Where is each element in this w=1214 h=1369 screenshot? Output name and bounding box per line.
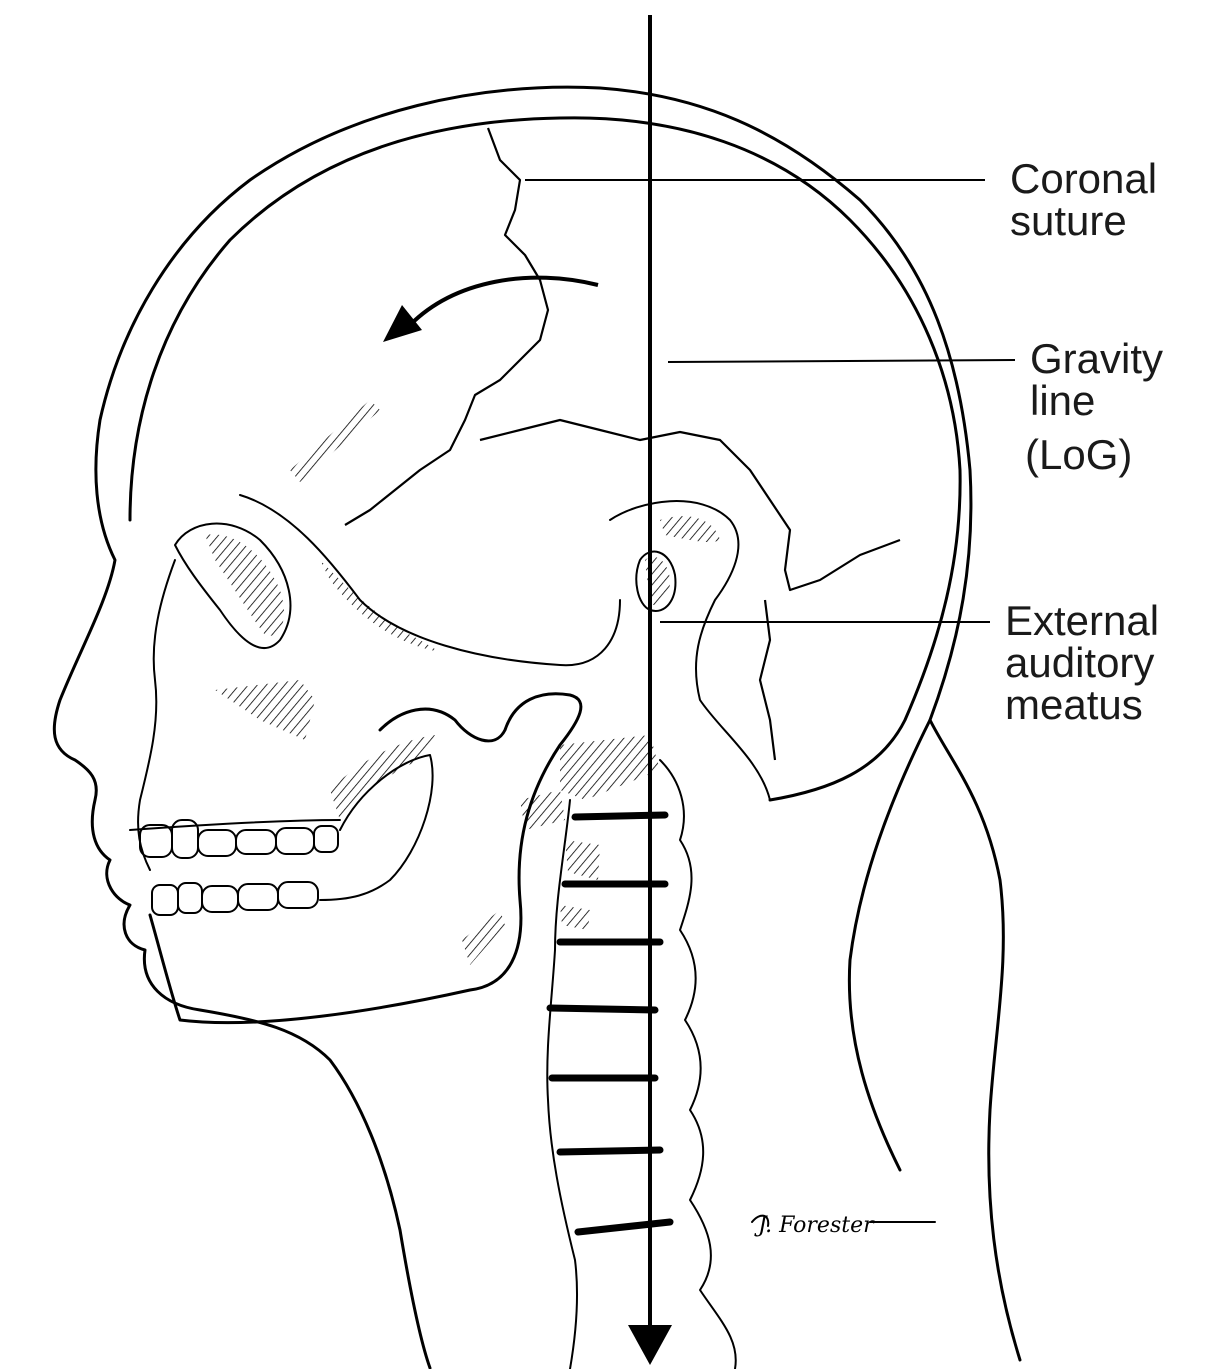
signature-text: J. Forester (754, 1213, 875, 1238)
cheek-shading (215, 680, 315, 740)
c4-shading (560, 905, 590, 930)
gravity-line-arrowhead (628, 1325, 672, 1365)
rotation-arrow (410, 278, 598, 325)
mandible-outline (150, 694, 581, 1023)
disc-4 (550, 1008, 655, 1010)
c2-shading (520, 790, 565, 830)
label-gravity-line-1: Gravity (1030, 338, 1163, 380)
cervical-spine (520, 735, 736, 1369)
neck-back-outline (849, 720, 930, 1170)
label-gravity-line-2: line (1030, 380, 1095, 422)
upper-teeth (140, 820, 338, 858)
disc-6 (560, 1150, 660, 1152)
zygomatic-line (240, 495, 620, 665)
c3-shading (565, 840, 600, 880)
lambdoid-suture-path (480, 420, 900, 590)
disc-7 (578, 1222, 670, 1232)
squamous-suture-path (760, 600, 775, 760)
temporal-shading (660, 516, 720, 542)
rotation-arrowhead (383, 305, 422, 342)
mandible-notch-shading (462, 910, 505, 965)
frontal-marks (290, 400, 380, 482)
orbit-shading (205, 534, 284, 635)
artist-signature: J. Forester (752, 1213, 935, 1238)
label-gravity-line-3: (LoG) (1025, 434, 1132, 476)
lower-teeth (152, 882, 318, 915)
label-external-auditory-meatus: External auditory meatus (1005, 600, 1159, 726)
label-coronal-suture: Coronal suture (1010, 158, 1157, 242)
spine-back-outline (660, 760, 736, 1369)
facial-bone-outline (138, 560, 175, 870)
mandible-shading (330, 735, 435, 820)
coronal-suture-path (345, 128, 548, 525)
leader-gravity-line (668, 360, 1015, 362)
c1-shading (560, 735, 660, 800)
